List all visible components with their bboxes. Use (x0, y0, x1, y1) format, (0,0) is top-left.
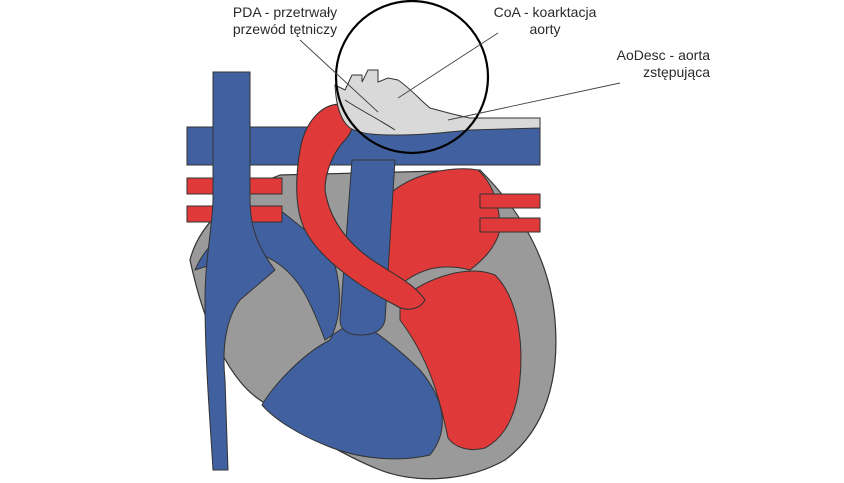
coarctation-highlight-circle (334, 0, 490, 155)
left-ventricle (399, 270, 522, 451)
coa-label-line2: aorty (529, 21, 561, 37)
pda-label-line2: przewód tętniczy (232, 21, 338, 37)
pda-label-line1: PDA - przetrwały (232, 4, 338, 20)
coa-label: CoA - koarktacja aorty (480, 4, 610, 38)
coa-leader-line (397, 32, 499, 99)
pulmonary-vein-right-lower (479, 217, 541, 233)
aodesc-label-line1: AoDesc - aorta (616, 47, 710, 63)
aortic-arch (334, 69, 541, 136)
pulmonary-vein-right-upper (479, 193, 541, 209)
coa-label-line1: CoA - koarktacja (493, 4, 597, 20)
pda-duct (344, 99, 396, 131)
vena-cava (204, 71, 276, 471)
aodesc-label-line2: zstępująca (643, 64, 710, 80)
pda-leader-line (299, 39, 379, 113)
pda-label: PDA - przetrwały przewód tętniczy (215, 4, 355, 38)
aodesc-leader-line (447, 82, 621, 121)
aodesc-label: AoDesc - aorta zstępująca (590, 47, 710, 81)
right-atrium-ventricle (194, 209, 443, 460)
